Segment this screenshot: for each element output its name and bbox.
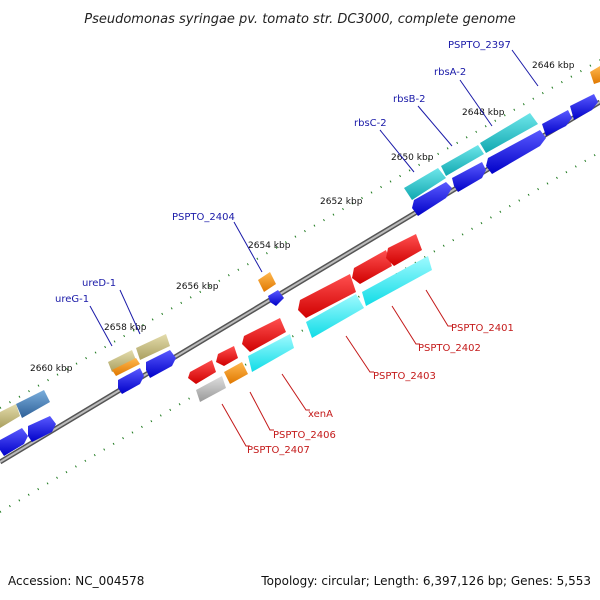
gene-label[interactable]: rbsB-2 [393,94,426,105]
gene-feature[interactable] [242,318,286,352]
tick-label: 2658 kbp [104,323,147,333]
gene-feature[interactable] [480,113,538,153]
forward-gene-labels: PSPTO_2397 rbsA-2 rbsB-2 rbsC-2 PSPTO_24… [55,40,511,305]
tick-label: 2656 kbp [176,282,219,292]
reverse-features [188,234,432,402]
gene-feature[interactable] [16,390,50,418]
reverse-gene-labels: PSPTO_2401 PSPTO_2402 PSPTO_2403 xenA PS… [247,323,514,456]
tick-label: 2650 kbp [391,153,434,163]
gene-feature[interactable] [188,360,216,384]
gene-feature[interactable] [196,376,226,402]
inner-tick-track [0,151,600,513]
gene-label[interactable]: PSPTO_2402 [418,343,481,354]
gene-feature[interactable] [452,162,486,192]
tick-label: 2646 kbp [532,61,575,71]
tick-label: 2652 kbp [320,197,363,207]
gene-feature[interactable] [570,94,598,120]
tick-label: 2660 kbp [30,364,73,374]
genome-summary-text: Topology: circular; Length: 6,397,126 bp… [260,574,591,588]
gene-feature[interactable] [108,350,136,372]
leader-lines [89,49,539,447]
gene-label[interactable]: rbsC-2 [354,118,387,129]
map-title: Pseudomonas syringae pv. tomato str. DC3… [84,12,516,27]
gene-label[interactable]: PSPTO_2403 [373,371,436,382]
gene-feature[interactable] [224,362,248,384]
gene-label[interactable]: PSPTO_2397 [448,40,511,51]
gene-feature[interactable] [112,358,140,376]
gene-feature[interactable] [28,416,56,442]
gene-label[interactable]: PSPTO_2401 [451,323,514,334]
gene-label[interactable]: rbsA-2 [434,67,466,78]
gene-feature[interactable] [248,334,294,372]
outer-tick-track [0,59,600,409]
gene-feature[interactable] [0,428,28,456]
gene-label[interactable]: PSPTO_2407 [247,445,310,456]
gene-feature[interactable] [136,334,170,360]
gene-feature[interactable] [216,346,238,366]
gene-feature[interactable] [258,272,276,292]
gene-feature[interactable] [486,130,546,174]
tick-label: 2654 kbp [248,241,291,251]
gene-feature[interactable] [306,294,364,338]
forward-features [0,66,600,456]
gene-feature[interactable] [268,290,284,306]
gene-label[interactable]: ureG-1 [55,294,89,305]
gene-feature[interactable] [441,145,484,176]
gene-feature[interactable] [118,368,144,394]
gene-feature[interactable] [0,404,20,428]
gene-label[interactable]: PSPTO_2404 [172,212,235,223]
gene-feature[interactable] [298,274,356,318]
gene-label[interactable]: PSPTO_2406 [273,430,336,441]
gene-feature[interactable] [590,66,600,84]
gene-feature[interactable] [362,256,432,306]
gene-label[interactable]: ureD-1 [82,278,116,289]
gene-feature[interactable] [404,168,446,200]
gene-feature[interactable] [386,234,422,266]
gene-feature[interactable] [352,250,392,284]
gene-label[interactable]: xenA [308,409,333,420]
gene-feature[interactable] [412,182,452,216]
gene-feature[interactable] [146,350,176,378]
accession-text: Accession: NC_004578 [8,574,144,588]
gene-feature[interactable] [542,110,572,136]
